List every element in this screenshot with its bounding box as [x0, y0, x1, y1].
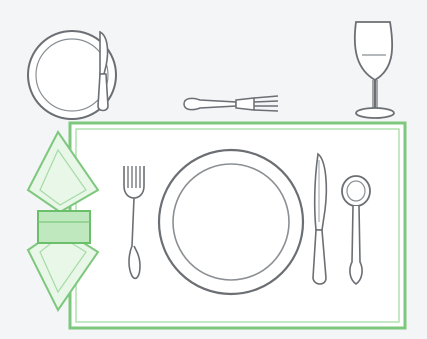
dinner-fork-icon: [123, 166, 145, 280]
butter-knife-icon: [97, 30, 109, 112]
bread-plate-icon: [27, 30, 117, 120]
wine-glass-icon: [353, 21, 395, 119]
dinner-knife-icon: [312, 152, 328, 285]
dinner-plate-icon: [157, 148, 305, 296]
napkin-ring-icon: [37, 210, 91, 244]
dessert-fork-icon: [183, 95, 279, 112]
soup-spoon-icon: [341, 175, 371, 285]
